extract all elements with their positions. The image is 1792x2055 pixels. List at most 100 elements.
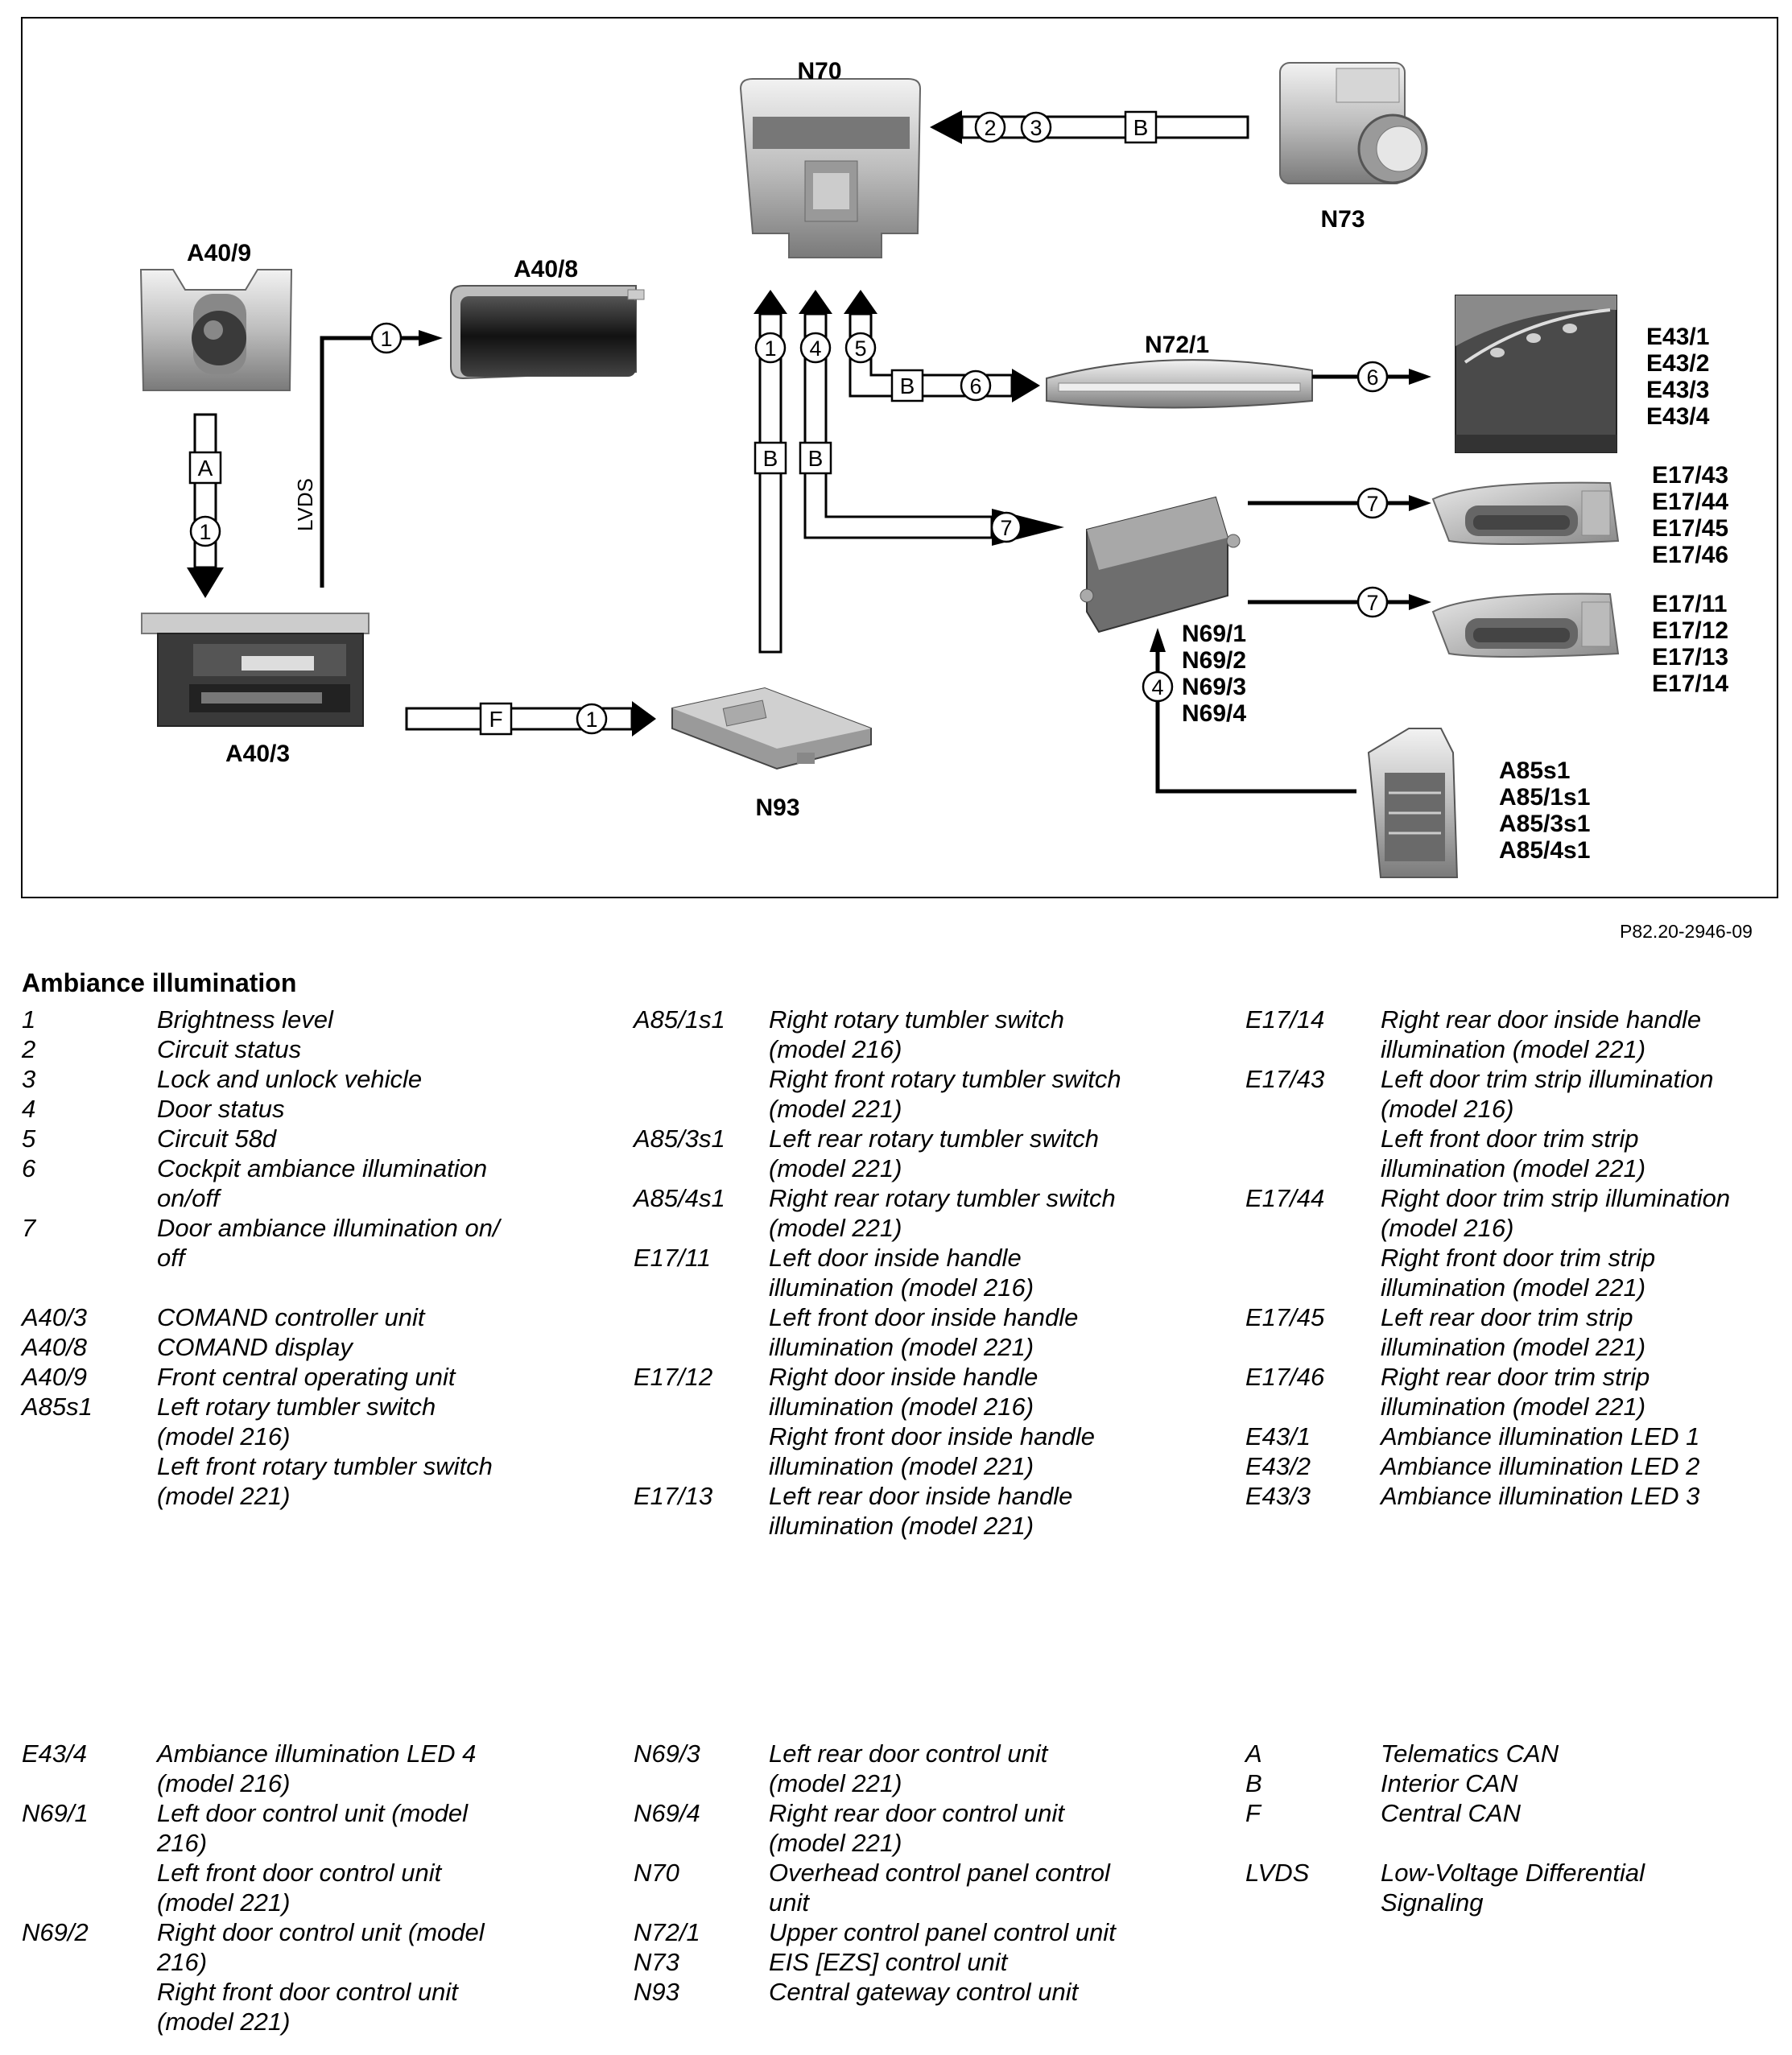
label-e17-44: E17/44 [1652,489,1728,515]
legend-description-line: Left rotary tumbler switch [157,1393,436,1421]
label-n73: N73 [1320,206,1365,233]
legend-description: Left rotary tumbler switch(model 216)Lef… [157,1392,617,1511]
svg-text:B: B [900,373,915,398]
signal-circle-1-lvds: 1 [370,322,403,354]
legend-code: 2 [22,1035,36,1063]
label-n72-1: N72/1 [1145,332,1209,358]
bus-box-a: A [188,451,222,485]
legend-code: B [1245,1769,1262,1797]
legend-description-line: 216) [157,1948,208,1976]
svg-text:1: 1 [380,327,392,351]
legend-description-line: (model 221) [769,1829,902,1857]
legend-code: E43/1 [1245,1422,1311,1450]
legend-description: Circuit 58d [157,1124,617,1153]
svg-text:B: B [1133,115,1149,140]
legend-entry: N93 Central gateway control unit [634,1977,1229,2007]
legend-code: A [1245,1739,1262,1768]
label-e17-46: E17/46 [1652,542,1728,568]
legend-entry: 2 Circuit status [22,1034,617,1064]
legend-description: Left rear rotary tumbler switch(model 22… [769,1124,1229,1183]
legend-code: E43/3 [1245,1482,1311,1510]
legend-description-line: Right door trim strip illumination [1381,1184,1731,1212]
svg-text:B: B [808,446,824,471]
legend-description-line: Central gateway control unit [769,1978,1079,2006]
n73-unit-image [1279,62,1428,184]
legend-code: N69/2 [22,1918,89,1946]
legend-code: E43/4 [22,1739,88,1768]
legend-code: N93 [634,1978,679,2006]
svg-text:A: A [198,456,213,481]
label-e17-43: E17/43 [1652,462,1728,489]
legend-description-line: 216) [157,1829,208,1857]
legend-description-line: COMAND controller unit [157,1303,425,1331]
legend-description-line: illumination (model 221) [769,1452,1034,1480]
legend-description-line: (model 216) [769,1035,902,1063]
legend-entry: E43/4 Ambiance illumination LED 4(model 2… [22,1739,617,1798]
legend-spacer [22,1273,617,1302]
legend-code: A40/8 [22,1333,88,1361]
signal-circle-1-f: 1 [576,703,608,735]
legend-description: Door ambiance illumination on/off [157,1213,617,1273]
legend-description: COMAND display [157,1332,617,1362]
legend-description-line: Right front door trim strip [1381,1244,1656,1272]
legend-description-line: Right rear door trim strip [1381,1363,1650,1391]
label-n69-2: N69/2 [1182,647,1246,674]
legend-description: Circuit status [157,1034,617,1064]
legend-code: 3 [22,1065,36,1093]
legend-description-line: illumination (model 216) [769,1273,1034,1302]
label-n69-1: N69/1 [1182,621,1246,647]
legend-description-line: Right front door control unit [157,1978,458,2006]
legend-description-line: Right front door inside handle [769,1422,1095,1450]
legend-description-line: Left door trim strip illumination [1381,1065,1714,1093]
signal-circle-4-n70: 4 [799,332,832,364]
label-e17-12: E17/12 [1652,617,1728,644]
legend-code: 4 [22,1095,36,1123]
legend-description-line: (model 216) [1381,1214,1514,1242]
legend-description-line: illumination (model 221) [1381,1273,1646,1302]
legend-spacer [1245,1828,1785,1858]
legend-description-line: Door status [157,1095,285,1123]
svg-text:F: F [489,707,502,732]
legend-column: E43/4 Ambiance illumination LED 4(model 2… [22,1739,617,2036]
label-e43-3: E43/3 [1646,377,1709,403]
figure-id: P82.20-2946-09 [1620,921,1753,942]
label-a85s1: A85s1 [1499,757,1570,784]
label-a85-1s1: A85/1s1 [1499,784,1590,811]
legend-description: Left rear door control unit(model 221) [769,1739,1229,1798]
svg-text:1: 1 [764,336,776,361]
legend-description-line: Left front door trim strip [1381,1124,1639,1153]
legend-description-line: Right front rotary tumbler switch [769,1065,1121,1093]
legend-description-line: Ambiance illumination LED 4 [157,1739,477,1768]
legend-description-line: Front central operating unit [157,1363,456,1391]
legend-description-line: EIS [EZS] control unit [769,1948,1008,1976]
legend-code: E17/45 [1245,1303,1325,1331]
legend-description-line: Ambiance illumination LED 2 [1381,1452,1700,1480]
legend-description-line: Upper control panel control unit [769,1918,1116,1946]
legend-description: Ambiance illumination LED 4(model 216) [157,1739,617,1798]
n70-unit-image [739,78,922,258]
legend-description-line: Left rear door control unit [769,1739,1048,1768]
legend-code: E17/43 [1245,1065,1325,1093]
legend-description-line: Left front door inside handle [769,1303,1079,1331]
legend-entry: A Telematics CAN [1245,1739,1785,1768]
signal-circle-6-n72: 6 [960,369,992,402]
legend-description: Telematics CAN [1381,1739,1785,1768]
